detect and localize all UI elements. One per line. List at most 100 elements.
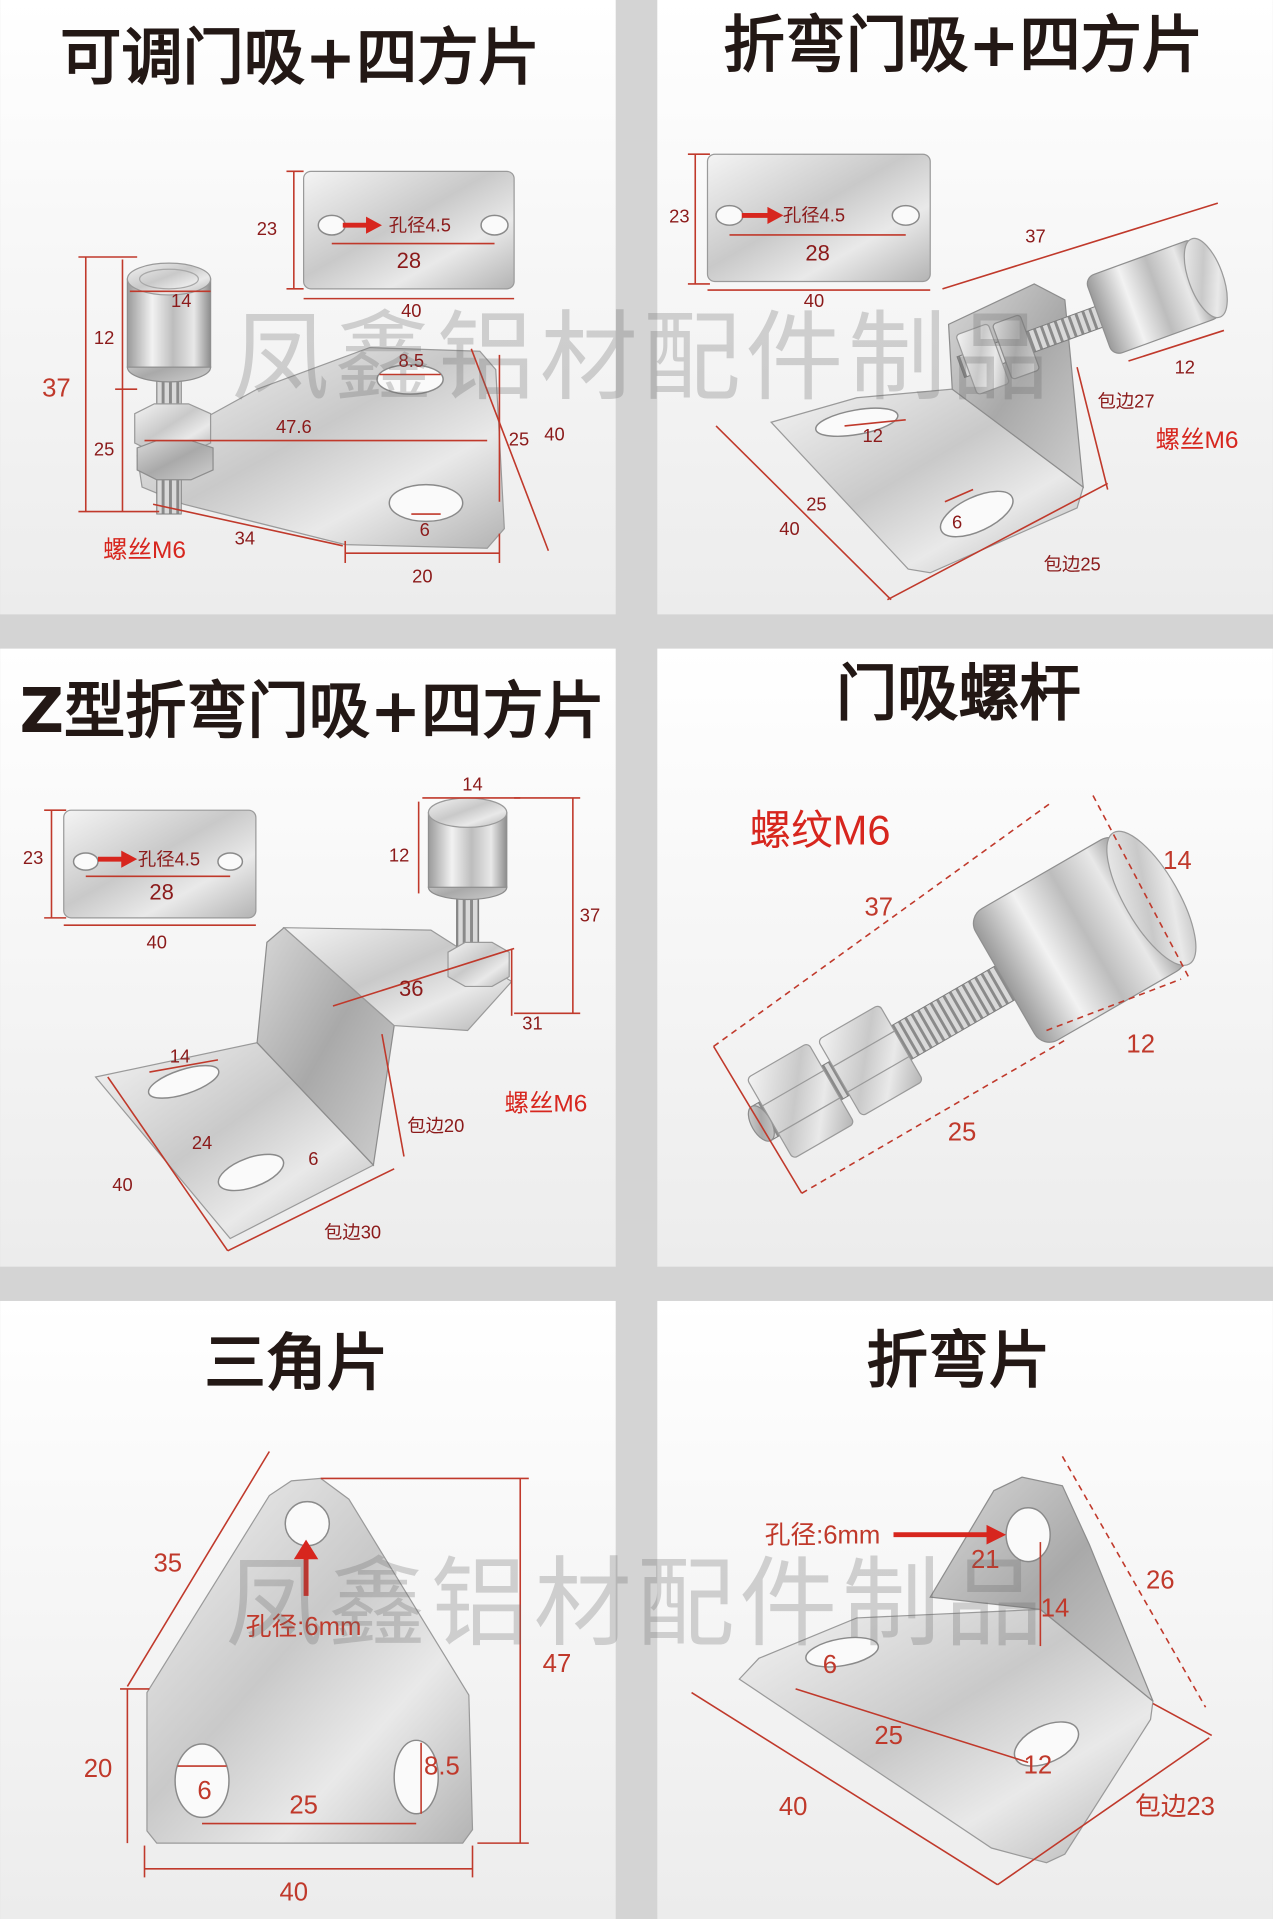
plate-hole: [284, 1500, 331, 1547]
screw-spec-label: 螺丝M6: [1156, 426, 1239, 454]
edge-height-label: 20: [84, 1755, 113, 1783]
plate-height-label: 23: [669, 206, 689, 227]
step-edge-label: 包边20: [407, 1115, 464, 1136]
dimension-lines: [78, 170, 550, 563]
upper-flange-label: 36: [399, 976, 424, 1001]
plate-width-label: 40: [280, 1879, 309, 1907]
hole-arrow-icon: [741, 206, 784, 224]
dimension-line: [997, 1737, 1210, 1886]
dimension-line: [713, 800, 1054, 1048]
slot-width-label: 6: [420, 519, 430, 540]
dimension-line: [470, 348, 550, 552]
bottom-edge-label: 34: [235, 528, 255, 549]
base-edge-label: 包边23: [1135, 1792, 1215, 1821]
dimension-lines: [691, 1455, 1213, 1886]
square-plate-body: [303, 170, 515, 290]
plate-width-label: 40: [401, 300, 421, 321]
magnet-bolt: [747, 830, 1197, 1158]
plate-hole: [480, 214, 509, 236]
arrow-head: [366, 216, 382, 234]
bracket-width-label: 47.6: [276, 416, 312, 437]
slot-length-label: 12: [1024, 1751, 1053, 1779]
upright-hole-label: 21: [971, 1546, 1000, 1574]
base-length-label: 40: [779, 518, 799, 539]
upright-edge-label: 包边27: [1097, 391, 1154, 412]
slot-spacing-label: 25: [806, 493, 826, 514]
plate-width-label: 40: [147, 931, 167, 952]
thread-spec-label: 螺纹M6: [750, 806, 891, 853]
hole-arrow-icon: [293, 1539, 319, 1596]
arrow-head: [986, 1524, 1007, 1545]
plate-hole: [805, 1636, 880, 1668]
dimension-labels: 孔径:6mm 21 14 26 6 25 12 40 包边23: [765, 1520, 1215, 1821]
hole-diameter-label: 孔径4.5: [138, 848, 200, 869]
bracket-slot: [217, 1153, 285, 1192]
panel-title: 折弯门吸+四方片: [723, 10, 1203, 81]
arrow-head: [293, 1539, 319, 1560]
plate-hole: [217, 852, 244, 871]
plate-slot: [174, 1743, 230, 1819]
panel-title: 三角片: [204, 1328, 388, 1399]
bottom-width-label: 20: [412, 566, 432, 587]
arrow-head: [121, 850, 138, 868]
hex-nut: [992, 314, 1040, 380]
dimension-line: [801, 1039, 1066, 1194]
magnet-diameter-label: 14: [1163, 847, 1192, 875]
triangle-bracket: [136, 346, 505, 549]
dimension-line: [1076, 366, 1109, 490]
base-length-label: 40: [779, 1793, 808, 1821]
dimension-line: [942, 202, 1219, 290]
hole-diameter-label: 孔径:6mm: [246, 1612, 362, 1641]
dimension-labels: 37 14 12 25: [865, 847, 1192, 1147]
panel-title: 可调门吸+四方片: [60, 22, 540, 93]
thread-length-label: 25: [948, 1119, 977, 1147]
dimension-line: [1128, 329, 1225, 362]
hole-arrow-icon: [342, 216, 382, 234]
hole-arrow-icon: [893, 1524, 1007, 1545]
dimension-line: [107, 1076, 229, 1252]
upright-hole-height-label: 14: [1041, 1595, 1070, 1623]
screw-spec-label: 螺丝M6: [103, 536, 186, 564]
bolt-length-label: 31: [522, 1012, 542, 1033]
hex-nut: [818, 1005, 923, 1116]
dimension-line: [227, 1168, 395, 1252]
total-height-label: 37: [42, 375, 71, 403]
dimension-line: [381, 1034, 405, 1157]
square-plate-body: [63, 809, 257, 919]
base-length-label: 40: [112, 1174, 132, 1195]
panel-adjustable-door-stop: 可调门吸+四方片: [0, 0, 616, 615]
hole-diameter-label: 孔径4.5: [389, 214, 451, 235]
bracket-slot: [147, 1064, 220, 1099]
base-edge-label: 包边30: [324, 1222, 381, 1243]
magnet-ring: [139, 268, 199, 290]
magnet-door-stop: [427, 797, 510, 988]
slot-spacing-label: 24: [192, 1132, 212, 1153]
dimension-line: [715, 425, 892, 601]
magnet-top: [126, 262, 212, 296]
plate-height-label: 23: [23, 847, 43, 868]
slot-length-label: 8.5: [424, 1753, 460, 1781]
bracket-hole: [388, 483, 464, 523]
slot-spacing-label: 25: [289, 1792, 318, 1820]
slot-width-label: 6: [308, 1148, 318, 1169]
dimension-line: [332, 947, 515, 1007]
dimension-line: [1092, 795, 1191, 980]
magnet-door-stop: [956, 237, 1228, 395]
dimension-line: [1046, 978, 1182, 1032]
hole-spacing-label: 28: [805, 241, 830, 266]
upright-height-label: 26: [1146, 1567, 1175, 1595]
dimension-labels: 23 孔径4.5 28 40 37 12 包边27 螺丝M6 12 25 40 …: [669, 205, 1238, 575]
total-length-label: 37: [865, 893, 894, 921]
magnet-diameter-label: 14: [171, 290, 191, 311]
plate-hole: [317, 214, 346, 236]
slot-length-label: 12: [863, 425, 883, 446]
total-length-label: 37: [1025, 225, 1045, 246]
dimension-line: [795, 1688, 1029, 1764]
nut-facet: [778, 1097, 841, 1134]
plate-hole: [715, 204, 744, 226]
dimension-tick: [712, 1045, 803, 1194]
panel-z-bent-door-stop: Z型折弯门吸+四方片: [0, 648, 616, 1267]
square-plate: [63, 809, 257, 919]
dimension-lines: [120, 1451, 529, 1878]
hole-arrow-icon: [98, 850, 138, 868]
